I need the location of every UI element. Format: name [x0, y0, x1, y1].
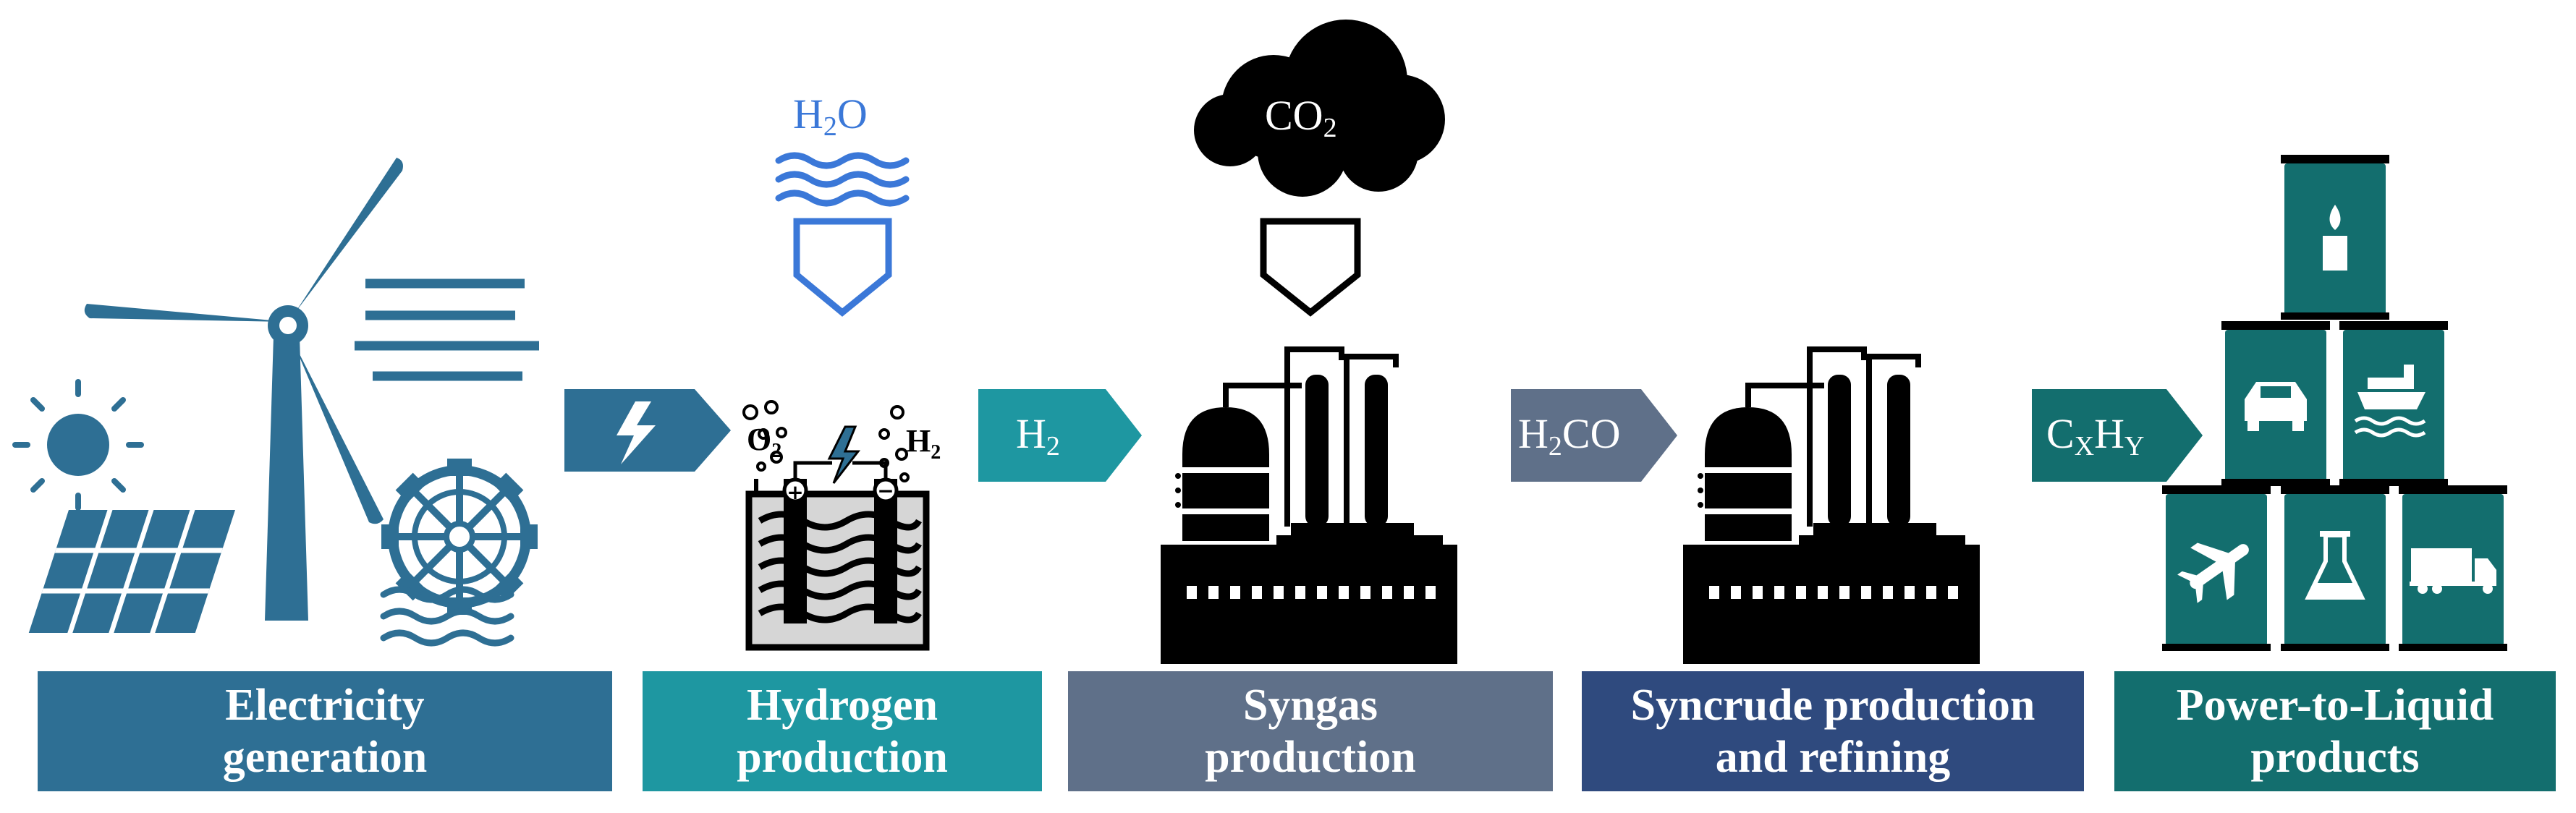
h2-arrow [978, 389, 1142, 482]
svg-text:−: − [877, 479, 894, 503]
h2co-arrow-label: H2CO [1518, 410, 1621, 461]
lightning-icon [617, 401, 656, 464]
sun-icon [12, 379, 144, 511]
flask-icon [2305, 531, 2365, 600]
cxhy-arrow-label: CXHY [2046, 410, 2145, 461]
electrolyzer-lightning-icon [827, 425, 861, 484]
power-arrow [564, 389, 731, 472]
o2-label: O2 [747, 422, 782, 462]
electrolyzer-icon: + − [742, 400, 930, 651]
barrel-stack-icon [2162, 155, 2507, 651]
co2-input-arrow [1260, 218, 1361, 317]
wind-turbine-icon [84, 158, 403, 621]
solar-panel-icon [28, 510, 235, 633]
water-waves-icon [384, 589, 511, 643]
water-input-icon [779, 156, 906, 203]
water-label: H2O [793, 90, 868, 142]
cloud-icon [1194, 20, 1445, 197]
svg-text:+: + [787, 480, 803, 504]
h2-product-label: H2 [906, 423, 941, 464]
water-input-arrow [793, 218, 892, 317]
ship-icon [2354, 365, 2426, 438]
h2co-arrow [1511, 389, 1677, 482]
water-wheel-icon [381, 459, 538, 615]
truck-icon [2410, 548, 2496, 594]
cxhy-arrow [2032, 389, 2203, 482]
h2-arrow-label: H2 [1016, 410, 1060, 461]
wind-lines-icon [355, 278, 539, 381]
factory-icon [1161, 349, 1457, 664]
candle-icon [2323, 205, 2347, 271]
car-icon [2245, 382, 2307, 431]
airplane-icon [2177, 542, 2249, 603]
refinery-icon [1683, 349, 1980, 664]
co2-label: CO2 [1265, 92, 1337, 143]
